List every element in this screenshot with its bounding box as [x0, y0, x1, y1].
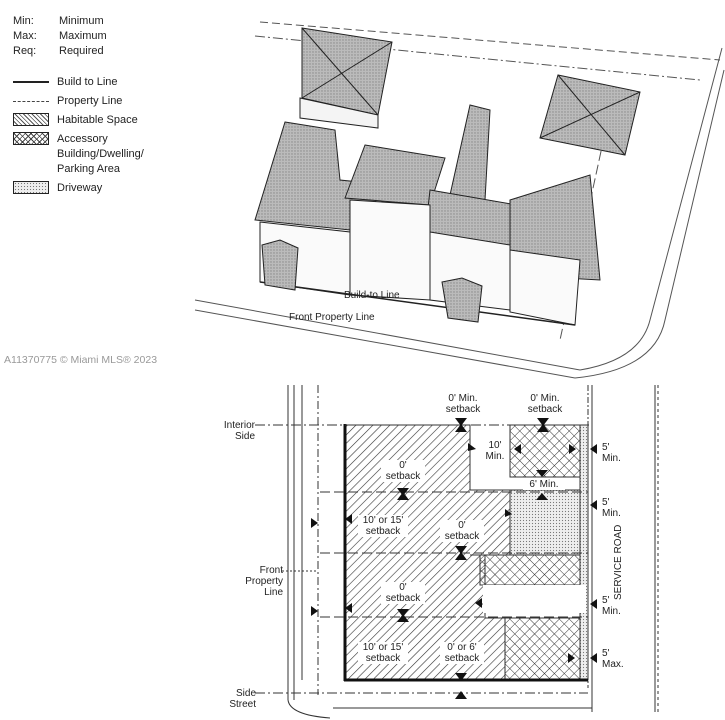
dim-ten-min: 10' Min.: [482, 440, 508, 462]
abbr-min: Min:Minimum: [13, 15, 104, 27]
dot-swatch-icon: [13, 181, 49, 194]
hatch-swatch-icon: [13, 113, 49, 126]
legend-property-line: Property Line: [13, 94, 167, 109]
legend: Min:Minimum Max:Maximum Req:Required Bui…: [13, 14, 167, 196]
dim-rear-1: 5' Min.: [602, 442, 621, 464]
legend-accessory: Accessory Building/Dwelling/ Parking Are…: [13, 132, 167, 177]
front-property-line-label: Front Property Line: [289, 312, 375, 323]
build-to-line-label: Build-to Line: [344, 290, 400, 301]
dim-top-min-setback-2: 0' Min. setback: [522, 393, 568, 415]
legend-habitable-space: Habitable Space: [13, 113, 167, 128]
service-road-label: SERVICE ROAD: [613, 524, 624, 600]
legend-driveway: Driveway: [13, 181, 167, 196]
dim-top-min-setback-1: 0' Min. setback: [440, 393, 486, 415]
dim-rear-3: 5' Min.: [602, 595, 621, 617]
abbr-max: Max:Maximum: [13, 30, 107, 42]
dim-rear-2: 5' Min.: [602, 497, 621, 519]
dim-rear-4: 5' Max.: [602, 648, 624, 670]
front-property-line-edge-label: Front Property Line: [245, 565, 283, 598]
legend-build-to-line: Build to Line: [13, 75, 167, 90]
dim-zero-setback-1: 0' setback: [381, 460, 425, 482]
dim-front-setback-2: 10' or 15' setback: [358, 642, 408, 664]
dash-line-icon: [13, 94, 49, 102]
abbr-req: Req:Required: [13, 45, 104, 57]
dim-front-setback-1: 10' or 15' setback: [358, 515, 408, 537]
site-plan: [255, 385, 659, 719]
watermark: A11370775 © Miami MLS® 2023: [4, 354, 158, 366]
solid-line-icon: [13, 75, 49, 83]
dim-side-street-setback: 0' or 6' setback: [440, 642, 484, 664]
axonometric-view: [194, 21, 725, 379]
dim-zero-setback-2: 0' setback: [440, 520, 484, 542]
side-street-label: Side Street: [229, 688, 256, 710]
dim-six-min: 6' Min.: [523, 479, 565, 490]
crosshatch-swatch-icon: [13, 132, 49, 145]
arrow-markers: [311, 418, 597, 699]
interior-side-label: Interior Side: [223, 420, 255, 442]
dim-zero-setback-3: 0' setback: [381, 582, 425, 604]
